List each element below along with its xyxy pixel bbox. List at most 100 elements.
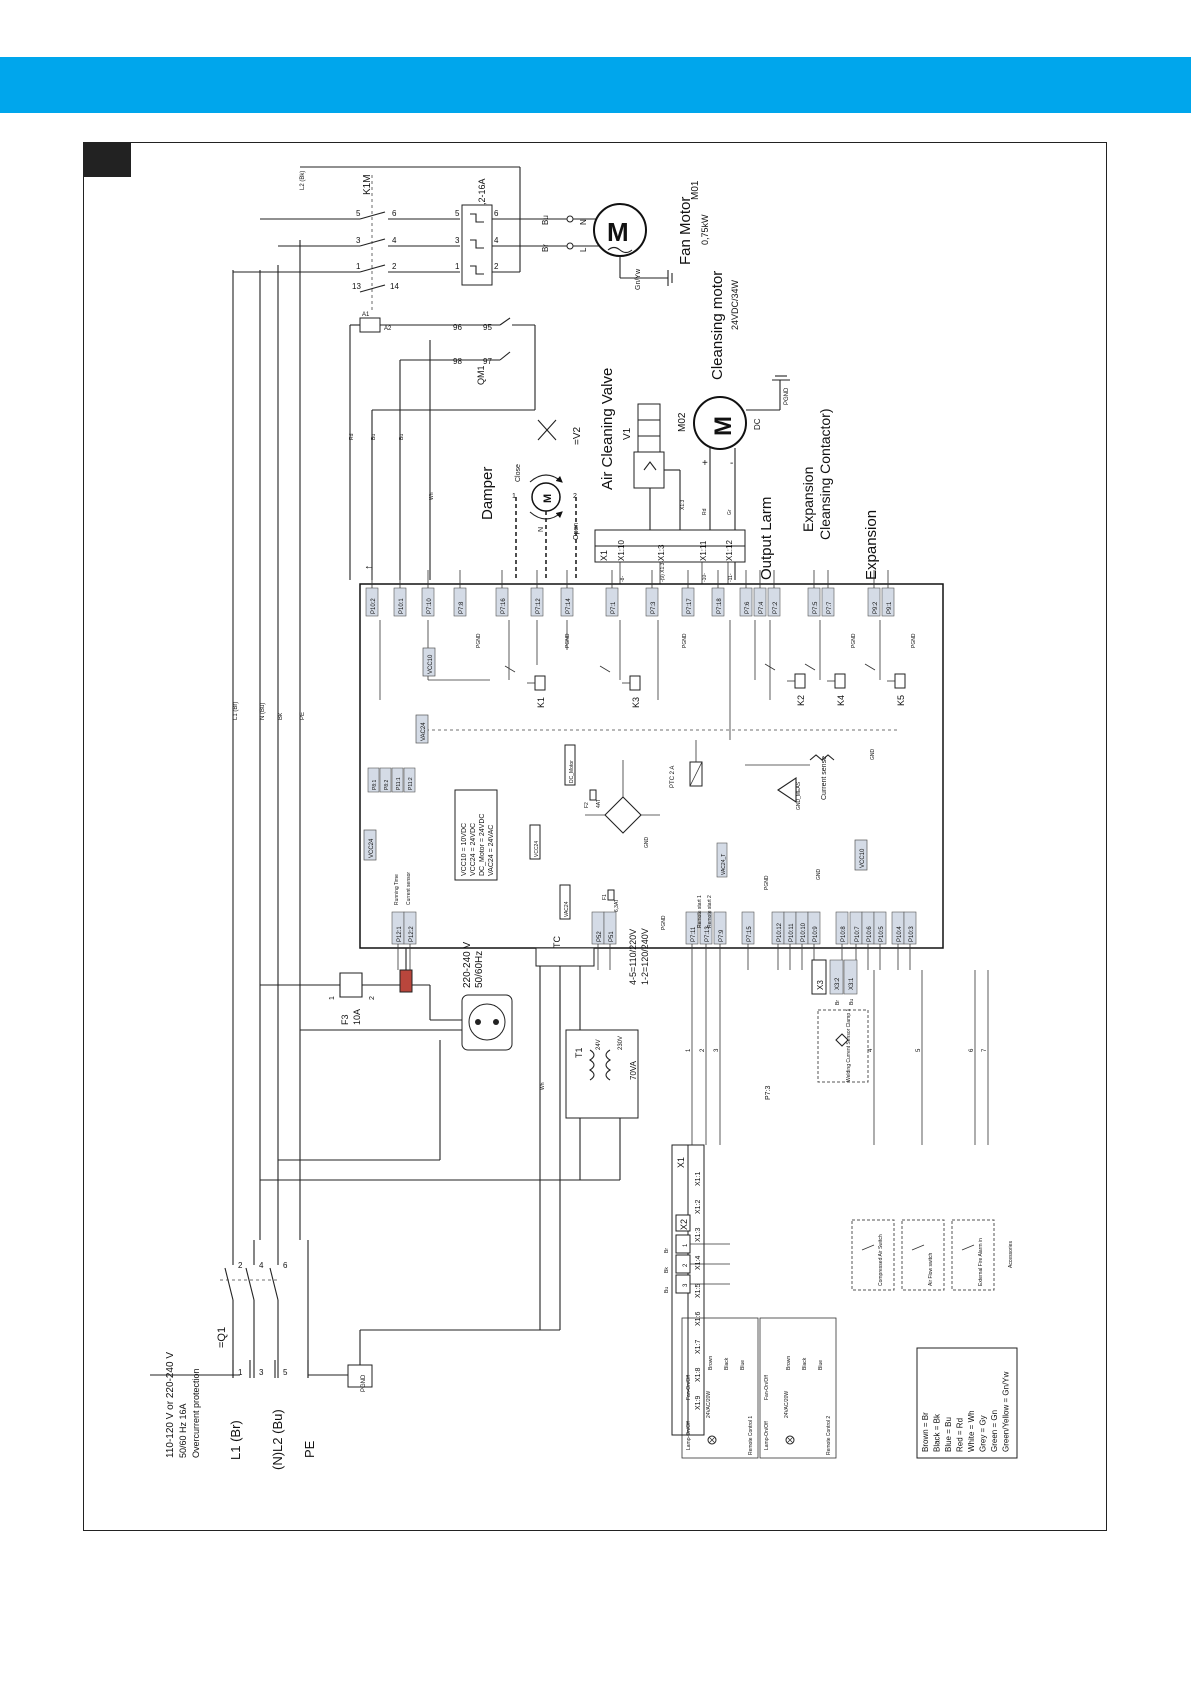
board-bottom-pin-label: P10:12	[777, 922, 783, 942]
damper-open: Open	[573, 523, 580, 540]
x3-sensor-label: Welding Current Sensor Clamp 1	[846, 1009, 852, 1082]
supply-section: 110-120 V or 220-240 V 50/60 Hz 16A Over…	[150, 240, 561, 1470]
remote-start-1: Remote start 1	[697, 895, 703, 928]
remote-name-label: Remote Control 1	[748, 1416, 754, 1455]
cleansing-motor-dc: DC	[753, 418, 762, 430]
x3-wire: Br	[835, 1000, 841, 1005]
board-top-pin-label: P10:2	[371, 598, 377, 614]
svg-text:M: M	[607, 217, 629, 247]
svg-text:Bk: Bk	[278, 712, 284, 720]
legend-item: White = Wh	[967, 1410, 976, 1452]
board-bottom-pin-label: P7:13	[705, 926, 711, 942]
k1m-pin-14: 14	[390, 282, 399, 291]
relay-label: K3	[631, 697, 641, 708]
board-top-pin-label: P7:12	[536, 598, 542, 614]
k1m-pin-3: 3	[356, 236, 361, 245]
x1-top-row: X1:12	[725, 540, 734, 561]
relay-label: K1	[536, 697, 546, 708]
accessory-label: External Fire Alarm in	[978, 1238, 984, 1286]
remote-wire-label: Black	[802, 1357, 808, 1370]
vac24-board-label: VAC24	[564, 901, 570, 917]
svg-text:↑: ↑	[363, 565, 375, 571]
air-valve-tag: V1	[622, 427, 633, 440]
damper-pin-1: 1	[512, 493, 516, 500]
gnd-board-bottom: GND	[816, 869, 822, 881]
damper-tag: =V2	[572, 426, 583, 445]
x1-top-terminal: X1 X1:10-8-X1:3-(9) X1:3-X1:11-10-X1:12-…	[594, 529, 746, 588]
damper-n: N	[538, 527, 545, 532]
pgnd-board-3: PGND	[682, 633, 688, 648]
board-bottom-pin-label: P10:3	[909, 926, 915, 942]
air-valve-wire: X1:3	[680, 499, 686, 510]
ptc-label: PTC 2 A	[670, 766, 676, 788]
fuse-f1-label: F1	[602, 894, 608, 900]
board-bottom-pin-label: P10:11	[789, 923, 795, 942]
qm1-pin-1: 1	[455, 262, 460, 271]
remote-ac-label: 24VAC/20W	[706, 1391, 712, 1418]
supply-note: VCC24 = 24VDC	[470, 823, 477, 876]
remote-control-box	[681, 1317, 759, 1459]
board-bottom-pin-label: P10:7	[855, 926, 861, 942]
remote-wire-label: Brown	[708, 1356, 714, 1370]
k1m-coil-a2: A2	[384, 326, 392, 332]
board-top-pin-label: P7:16	[501, 598, 507, 614]
board-bottom-pin-label: P10:9	[813, 926, 819, 942]
svg-text:L1 (Br): L1 (Br)	[233, 702, 239, 720]
q1-pin-1: 1	[238, 1368, 243, 1377]
fuse-f1-rating: 6,3AT	[614, 899, 620, 912]
transformer-t1: TC 4-5=110/220V 1-2=120/240V T1 70VA 24V…	[260, 928, 772, 1330]
breaker-label: =Q1	[216, 1327, 228, 1348]
relay-coil	[629, 675, 641, 691]
x1-bottom-row: X1:6	[695, 1311, 702, 1326]
p8-pin-label: P8:1	[372, 779, 378, 790]
cleansing-motor-plus: +	[702, 458, 708, 469]
fan-motor-title: Fan Motor	[677, 197, 694, 265]
legend-item: Green = Gn	[990, 1410, 999, 1452]
p8-pin	[379, 767, 392, 793]
gnd-board-label: GND	[644, 837, 650, 849]
svg-text:N (Bu): N (Bu)	[260, 703, 266, 720]
legend-item: Grey = Gy	[979, 1415, 988, 1452]
board-bottom-pin-label: P51	[609, 931, 615, 942]
damper-close: Close	[515, 464, 522, 482]
remote-wire-label: Black	[724, 1357, 730, 1370]
pgnd-board-4: PGND	[851, 633, 857, 648]
fuse-f2-rating: 4AT	[596, 799, 602, 808]
breaker-q1: 1 2 3 4 5 6	[220, 1240, 288, 1378]
f3-label: F3	[340, 1014, 350, 1025]
gnd-right-label: GND	[870, 749, 876, 761]
x3-row-box	[829, 959, 844, 995]
x1-bottom-row: X1:1	[695, 1171, 702, 1186]
board-top-pin-label: P7:7	[827, 601, 833, 614]
x1-top-wire: -(9) X1:3-	[660, 561, 666, 582]
supply-protection-label: Overcurrent protection	[191, 1368, 201, 1458]
socket-circuit: 1 2 F3 10A 220-240 V 50/60Hz	[260, 942, 513, 1161]
board-top-pin-label: P7:18	[717, 598, 723, 614]
current-sense-label: Current sense	[821, 756, 828, 800]
svg-text:Rd: Rd	[702, 508, 708, 515]
board-bottom-pin-label: P10:4	[897, 926, 903, 942]
board-bottom-pin-label: P7:9	[719, 929, 725, 942]
x1-bottom-wire-num: 5	[916, 1048, 922, 1052]
transformer-tap-2: 1-2=120/240V	[640, 928, 650, 985]
transformer-wh: Wh	[540, 1082, 546, 1090]
x1-bottom-wire-num: 3	[714, 1048, 720, 1052]
svg-text:PE: PE	[300, 712, 306, 720]
x1-bottom-row: X1:2	[695, 1199, 702, 1214]
k1m-coil-a1: A1	[362, 312, 370, 318]
vcc24-label: VCC24	[369, 838, 375, 858]
x1-bottom-wire-num: 4	[868, 1048, 874, 1052]
p8-pin	[367, 767, 380, 793]
x1-top-row: X1:11	[699, 540, 708, 561]
x2-wire: Bk	[664, 1267, 670, 1273]
x3-row: X3:1	[849, 977, 855, 990]
cleansing-motor-symbol: M	[710, 416, 737, 436]
svg-text:Gr: Gr	[727, 509, 733, 515]
board-top-pin-label: P7:5	[813, 601, 819, 614]
accessory-box	[951, 1219, 995, 1291]
board-top-pin-label: P7:8	[459, 601, 465, 614]
fan-motor: Bu N Br L M Gn/Yw M01 Fan Motor 0,75kW	[541, 180, 710, 290]
socket-voltage: 220-240 V	[462, 942, 473, 988]
accessory-box	[901, 1219, 945, 1291]
